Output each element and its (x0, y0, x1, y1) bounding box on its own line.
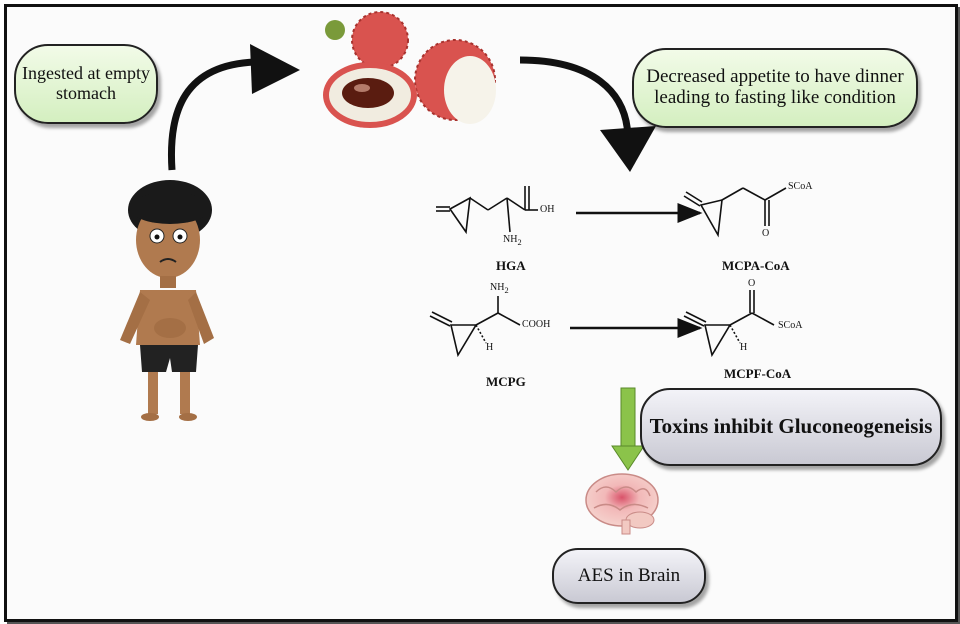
mcpf-h-label: H (740, 342, 748, 353)
mcpg-structure (429, 296, 521, 358)
mcpg-label: MCPG (486, 374, 526, 389)
brain-icon (585, 473, 659, 535)
hga-structure (436, 186, 538, 235)
ingested-text: Ingested at empty stomach (22, 63, 150, 103)
hga-nh-subscript: 2 (517, 238, 522, 247)
hga-oh-label: OH (540, 204, 555, 215)
hga-label: HGA (496, 258, 526, 273)
lychee-fruits (323, 11, 496, 128)
ingested-bubble: Ingested at empty stomach (14, 44, 158, 124)
toxins-bubble: Toxins inhibit Gluconeogeneisis (640, 388, 942, 466)
hga-nh2-label: NH2 (503, 234, 522, 247)
mcpg-h-label: H (486, 342, 494, 353)
aes-text: AES in Brain (577, 564, 681, 586)
mcpf-oxygen-label: O (748, 278, 756, 289)
toxins-text: Toxins inhibit Gluconeogeneisis (649, 414, 933, 439)
mcpg-nh-subscript: 2 (504, 286, 509, 295)
hga-nh-text: NH (503, 234, 518, 245)
mcpa-oxygen-label: O (762, 228, 770, 239)
down-arrow-icon (611, 387, 645, 471)
mcpa-coa-label: MCPA-CoA (722, 258, 790, 273)
aes-bubble: AES in Brain (552, 548, 706, 604)
mcpa-coa-structure (683, 187, 787, 238)
mcpg-nh2-label: NH2 (490, 282, 509, 295)
mcpg-nh-text: NH (490, 282, 505, 293)
mcpf-coa-label: MCPF-CoA (724, 366, 792, 381)
mcpa-scoa-label: SCoA (788, 181, 813, 192)
arrow-boy-to-lychee (167, 44, 300, 171)
arrow-lychee-to-chemistry (519, 56, 656, 172)
mcpf-coa-structure (683, 290, 775, 358)
mcpf-scoa-label: SCoA (778, 320, 803, 331)
mcpg-cooh-label: COOH (522, 319, 551, 330)
decreased-appetite-text: Decreased appetite to have dinner leadin… (646, 66, 904, 108)
decreased-appetite-bubble: Decreased appetite to have dinner leadin… (632, 48, 918, 128)
boy-illustration (120, 180, 214, 421)
